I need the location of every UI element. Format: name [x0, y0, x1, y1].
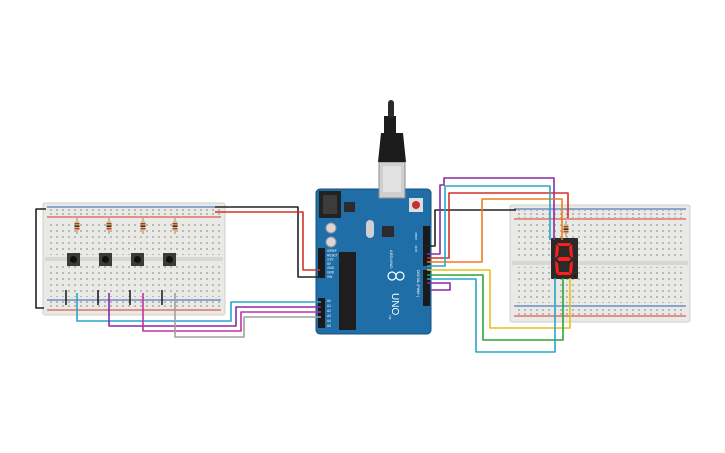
right-breadboard[interactable]: [509, 204, 691, 323]
pushbutton[interactable]: [163, 253, 176, 266]
wires[interactable]: [35, 177, 571, 353]
wire-jumper[interactable]: [427, 282, 451, 291]
pin-label: A3: [327, 314, 331, 318]
wire-segment-e[interactable]: [427, 269, 571, 329]
wire-button-2[interactable]: [108, 293, 321, 327]
pin-label: A1: [327, 304, 331, 308]
wire-button-4[interactable]: [174, 293, 321, 338]
board-model: UNO: [389, 293, 400, 315]
pin-label: RESET: [327, 253, 338, 257]
wire-segment-f[interactable]: [427, 274, 564, 341]
capacitor: [325, 236, 337, 248]
wire-power[interactable]: [215, 211, 320, 271]
seven-segment-display[interactable]: [551, 238, 578, 279]
display-segments: [555, 243, 573, 275]
pin-label: 3.3V: [327, 258, 334, 262]
resistor[interactable]: [563, 221, 569, 237]
wire-button-1[interactable]: [76, 293, 321, 322]
pin-label: A4: [327, 319, 331, 323]
pushbutton[interactable]: [67, 253, 80, 266]
arduino-uno-board[interactable]: ARDUINO UNO TM DIGITAL (PWM~) AREF GND A…: [315, 188, 432, 335]
resistor[interactable]: [140, 218, 146, 234]
pushbutton[interactable]: [131, 253, 144, 266]
gnd-label: GND: [414, 245, 418, 253]
pin-label: 5V: [327, 262, 332, 266]
wire-ground[interactable]: [215, 206, 320, 278]
pin-label: A5: [327, 324, 331, 328]
digital-header-lower: [423, 270, 430, 306]
resistor[interactable]: [172, 218, 178, 234]
wire-segment-c[interactable]: [427, 198, 563, 263]
pushbutton[interactable]: [99, 253, 112, 266]
wire-ground-loop[interactable]: [35, 208, 46, 309]
wire-segment-a[interactable]: [427, 177, 555, 255]
power-header: [318, 248, 325, 278]
resistor[interactable]: [74, 218, 80, 234]
wire-segment-g[interactable]: [427, 278, 556, 353]
analog-header: [318, 298, 325, 328]
pin-label: A0: [327, 299, 331, 303]
arduino-logo-icon: [387, 271, 405, 281]
aref-label: AREF: [414, 232, 418, 240]
wire-segment-d[interactable]: [427, 185, 551, 267]
resistor[interactable]: [106, 218, 112, 234]
board-sublabel: TM: [388, 315, 392, 320]
pin-label: A2: [327, 309, 331, 313]
digital-header-upper: [423, 226, 430, 266]
digital-label: DIGITAL (PWM~): [416, 270, 420, 297]
pin-label: GND: [327, 266, 335, 270]
microcontroller-chip: [339, 252, 356, 330]
crystal: [366, 220, 374, 238]
wire-button-3[interactable]: [142, 293, 321, 332]
wire-segment-b[interactable]: [427, 192, 569, 259]
capacitor: [325, 222, 337, 234]
wire-display-ground[interactable]: [427, 209, 516, 247]
pin-label: VIN: [327, 275, 333, 279]
pin-label: IOREF: [327, 249, 337, 253]
board-brand: ARDUINO: [389, 250, 394, 268]
jumper-wires-left[interactable]: [65, 290, 163, 305]
usb-cable[interactable]: [378, 100, 406, 199]
pin-label: GND: [327, 271, 335, 275]
